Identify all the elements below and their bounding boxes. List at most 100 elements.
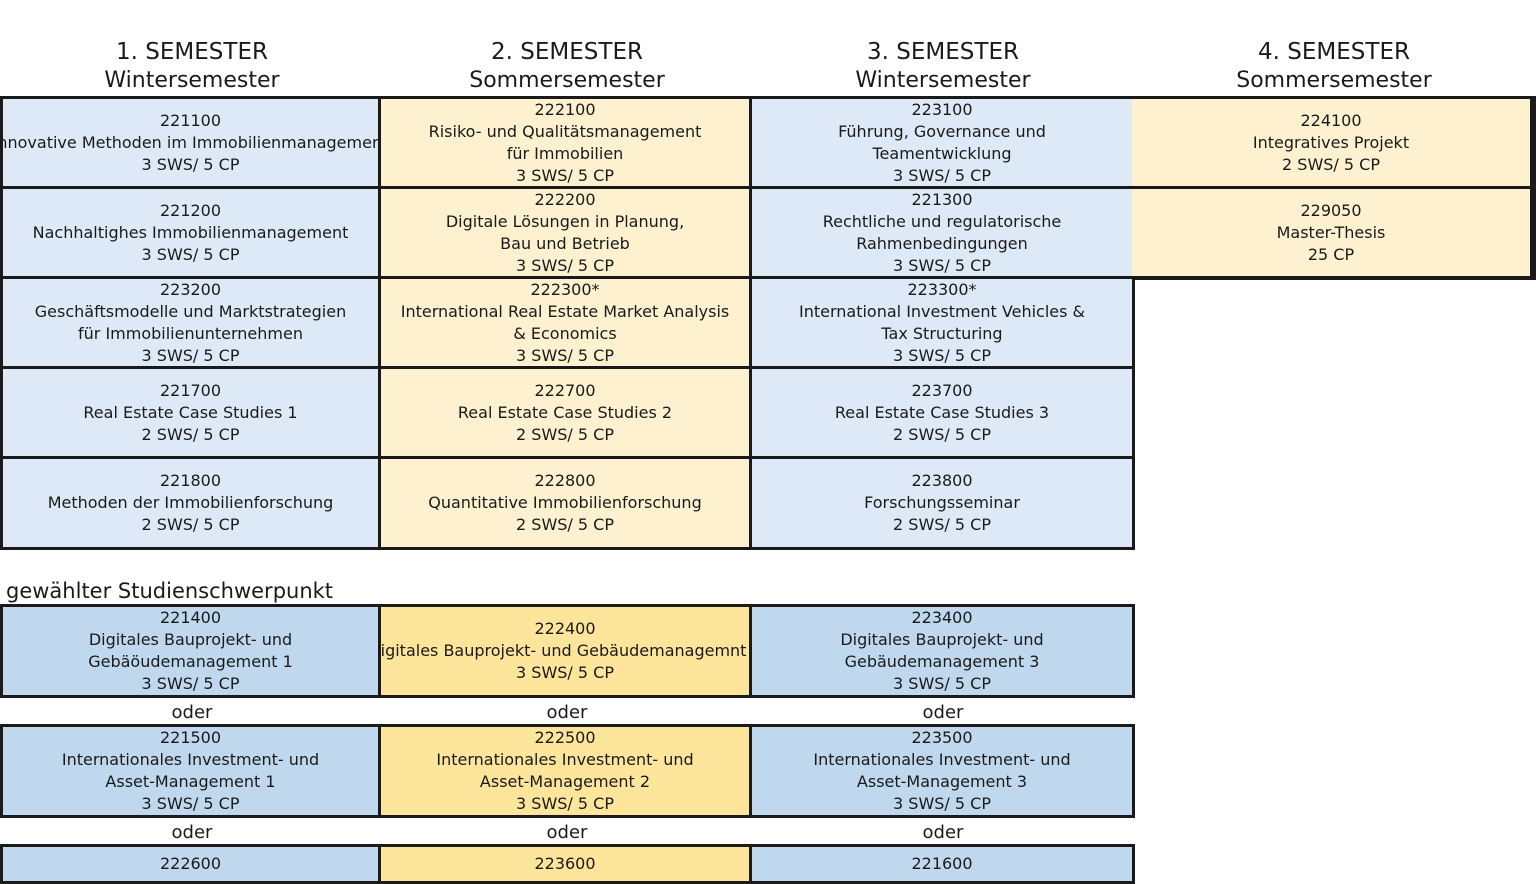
module-text: Tax Structuring	[881, 323, 1003, 343]
module-text: Internationales Investment- und	[61, 750, 320, 769]
module-code: 221100	[159, 110, 222, 130]
semester-header-3: 3. SEMESTER Wintersemester	[752, 38, 1134, 96]
module-text: 3 SWS/ 5 CP	[893, 165, 991, 185]
module-text: 2 SWS/ 5 CP	[141, 515, 240, 534]
oder-label: oder	[546, 702, 588, 723]
module-text: Nachhaltighes Immobilienmanagement	[32, 222, 349, 242]
semester-season: Sommersemester	[1236, 68, 1432, 93]
module-text: Innovative Methoden im Immobilienmanagem…	[3, 132, 381, 152]
module-code: 223700	[911, 380, 973, 400]
semester-header-2: 2. SEMESTER Sommersemester	[380, 38, 754, 96]
module-text: 3 SWS/ 5 CP	[516, 794, 614, 813]
module-text: 3 SWS/ 5 CP	[141, 794, 240, 813]
module-code: 223300*	[907, 279, 977, 299]
module-text: Digitales Bauprojekt- und	[88, 630, 293, 649]
oder-label: oder	[546, 822, 588, 843]
module-text: Asset-Management 2	[479, 772, 651, 791]
module-text: 2 SWS/ 5 CP	[516, 424, 614, 444]
module-code: 223200	[159, 279, 222, 299]
module-text: 3 SWS/ 5 CP	[516, 345, 614, 365]
module-text: für Immobilienunternehmen	[78, 323, 303, 343]
module-text: 25 CP	[1307, 244, 1355, 264]
module-text: Rahmenbedingungen	[856, 233, 1028, 253]
module-text: & Economics	[513, 323, 617, 343]
module-text: Internationales Investment- und	[436, 750, 694, 769]
module-code: 222500	[534, 728, 596, 747]
module-text: Geschäftsmodelle und Marktstrategien	[34, 301, 347, 321]
module-code: 223800	[911, 471, 973, 490]
module-text: Forschungsseminar	[864, 493, 1020, 512]
semester-title: 3. SEMESTER	[867, 39, 1019, 65]
module-cell: 222300*International Real Estate Market …	[381, 279, 752, 369]
module-code: 221800	[159, 471, 222, 490]
semester-header-4: 4. SEMESTER Sommersemester	[1133, 38, 1535, 96]
module-text: 3 SWS/ 5 CP	[893, 794, 991, 813]
module-text: 2 SWS/ 5 CP	[516, 515, 614, 534]
module-text: International Real Estate Market Analysi…	[400, 301, 730, 321]
elective-module-cell: 222600	[3, 847, 381, 884]
module-code: 221600	[911, 854, 973, 873]
module-text: 3 SWS/ 5 CP	[141, 154, 240, 174]
module-text: Real Estate Case Studies 2	[457, 402, 673, 422]
semester-title: 4. SEMESTER	[1258, 39, 1410, 65]
module-text: Integratives Projekt	[1252, 132, 1410, 152]
module-text: 2 SWS/ 5 CP	[893, 424, 991, 444]
module-text: 3 SWS/ 5 CP	[516, 165, 614, 185]
semester-season: Wintersemester	[104, 68, 280, 93]
module-code: 223100	[911, 99, 973, 119]
module-text: Rechtliche und regulatorische	[822, 211, 1062, 231]
module-text: 3 SWS/ 5 CP	[893, 674, 991, 693]
semester-title: 1. SEMESTER	[116, 39, 268, 65]
module-text: 2 SWS/ 5 CP	[893, 515, 991, 534]
module-text: Digitales Bauprojekt- und	[840, 630, 1044, 649]
module-code: 223400	[911, 608, 973, 627]
module-text: Digitales Bauprojekt- und Gebäudemanagem…	[381, 641, 752, 660]
oder-label: oder	[171, 822, 213, 843]
module-text: 3 SWS/ 5 CP	[141, 244, 240, 264]
module-text: Methoden der Immobilienforschung	[47, 493, 334, 512]
module-text: Gebäöudemanagement 1	[88, 652, 293, 671]
module-code: 222100	[534, 99, 596, 119]
module-code: 223500	[911, 728, 973, 747]
module-text: 3 SWS/ 5 CP	[516, 663, 614, 682]
module-code: 222200	[534, 189, 596, 209]
module-code: 221300	[911, 189, 973, 209]
module-code: 222400	[534, 619, 596, 638]
oder-label: oder	[171, 702, 213, 723]
module-code: 221200	[159, 200, 222, 220]
oder-label: oder	[922, 822, 964, 843]
module-text: Master-Thesis	[1276, 222, 1386, 242]
semester-header-1: 1. SEMESTER Wintersemester	[2, 38, 382, 96]
elective-module-cell: 221600	[752, 847, 1135, 884]
module-text: 3 SWS/ 5 CP	[141, 345, 240, 365]
module-text: 3 SWS/ 5 CP	[141, 674, 240, 693]
elective-row: 222600 223600 221600	[0, 844, 1135, 884]
elective-module-cell: 223600	[381, 847, 752, 884]
module-text: Teamentwicklung	[872, 143, 1012, 163]
module-code: 223600	[534, 854, 596, 873]
module-text: Real Estate Case Studies 3	[834, 402, 1050, 422]
module-text: Führung, Governance und	[838, 121, 1046, 141]
module-code: 222800	[534, 471, 596, 490]
module-cell: 223300*International Investment Vehicles…	[752, 279, 1135, 369]
module-text: Quantitative Immobilienforschung	[428, 493, 702, 512]
module-text: Real Estate Case Studies 1	[83, 402, 298, 422]
module-text: Risiko- und Qualitätsmanagement	[428, 121, 702, 141]
